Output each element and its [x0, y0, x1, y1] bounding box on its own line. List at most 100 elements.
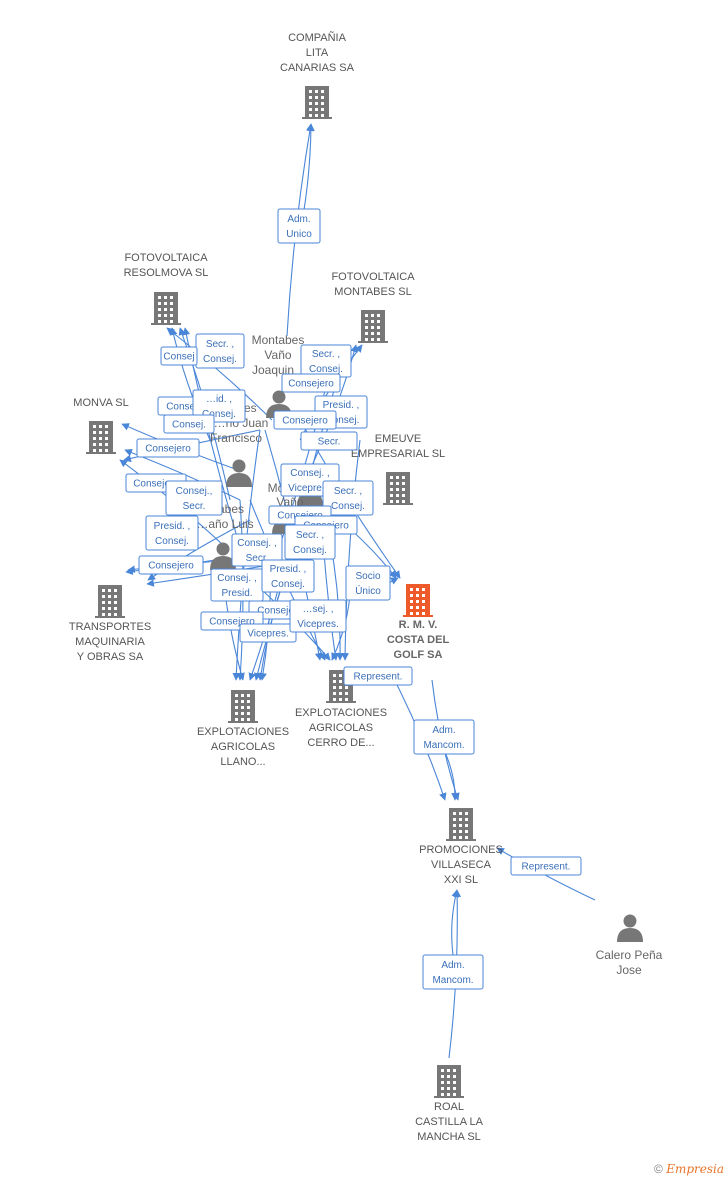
relation-label[interactable]: …sej. ,Vicepres. — [289, 599, 347, 633]
relation-text: Consejero — [148, 561, 194, 572]
relation-text: Secr. — [246, 553, 269, 564]
company-name-line: EMEUVE — [375, 433, 421, 445]
company-name-line: XXI SL — [444, 874, 478, 886]
relation-label[interactable]: Secr. ,Consej. — [195, 333, 245, 369]
relation-label[interactable]: Consejero — [281, 373, 341, 393]
relation-label[interactable]: Consej — [160, 346, 198, 366]
company-name-line: TRANSPORTES — [69, 621, 151, 633]
relation-text: Consejero — [288, 379, 334, 390]
relation-text: Secr. , — [334, 486, 362, 497]
company-name-line: FOTOVOLTAICA — [124, 252, 208, 264]
relation-label[interactable]: Adm.Unico — [277, 208, 321, 244]
relation-text: Consej. , — [217, 573, 256, 584]
relation-edge — [166, 327, 273, 421]
relation-label[interactable]: Presid. , Consej. — [261, 559, 315, 593]
building-icon[interactable] — [151, 292, 181, 325]
company-name-line: Y OBRAS SA — [77, 651, 144, 663]
relation-text: Adm. — [441, 960, 464, 971]
relation-text: Represent. — [354, 672, 403, 683]
relation-label[interactable]: Secr. , Consej. — [284, 524, 336, 560]
relation-text: Consejero — [133, 479, 179, 490]
relation-label[interactable]: Represent. — [510, 856, 582, 876]
company-name-line: MONTABES SL — [334, 286, 411, 298]
building-icon[interactable] — [302, 86, 332, 119]
company-name-line: R. M. V. — [399, 619, 438, 631]
relation-text: Secr. , — [312, 349, 340, 360]
relation-text: Vicepres. — [247, 629, 289, 640]
building-icon[interactable] — [95, 585, 125, 618]
person-name-line: Vaño — [264, 348, 291, 362]
relation-text: Mancom. — [423, 740, 464, 751]
building-icon[interactable] — [228, 690, 258, 723]
relation-label[interactable]: Vicepres. — [239, 623, 297, 643]
company-name-line: RESOLMOVA SL — [124, 267, 209, 279]
relation-label[interactable]: Consej. — [163, 414, 215, 434]
company-name-line: LLANO... — [220, 756, 265, 768]
relation-label[interactable]: Secr. ,Consej. — [322, 480, 374, 516]
building-icon[interactable] — [383, 472, 413, 505]
relation-text: Consejero — [282, 416, 328, 427]
relation-text: Secr. , — [206, 339, 234, 350]
company-name-line: PROMOCIONES — [419, 844, 503, 856]
relation-text: Secr. — [183, 501, 206, 512]
building-icon[interactable] — [326, 670, 356, 703]
relation-label[interactable]: Adm. Mancom. — [413, 719, 475, 755]
person-icon[interactable] — [226, 459, 252, 488]
person-name-line: Calero Peña — [596, 948, 663, 962]
relation-text: Consejero — [209, 617, 255, 628]
relation-label[interactable]: …id. ,Consej. — [192, 389, 246, 423]
relation-text: Consej. — [293, 545, 327, 556]
company-name-line: EXPLOTACIONES — [295, 707, 387, 719]
company-node[interactable]: EXPLOTACIONESAGRICOLASLLANO... — [197, 690, 289, 768]
company-node[interactable]: FOTOVOLTAICA RESOLMOVA SL — [124, 252, 209, 325]
company-name-line: CASTILLA LA — [415, 1116, 484, 1128]
relation-label[interactable]: Consejero — [136, 438, 200, 458]
building-icon[interactable] — [446, 808, 476, 841]
building-icon[interactable] — [403, 584, 433, 617]
person-name-line: Jose — [616, 963, 642, 977]
company-name-line: AGRICOLAS — [211, 741, 275, 753]
relation-text: Consej — [163, 352, 194, 363]
relation-text: Consej. — [309, 364, 343, 375]
relation-label[interactable]: Consej.,Secr. — [165, 480, 223, 516]
relation-text: Vicepre… — [288, 483, 332, 494]
company-node[interactable]: MONVA SL — [73, 397, 129, 454]
building-icon[interactable] — [86, 421, 116, 454]
company-name-line: LITA — [306, 47, 329, 59]
copyright-symbol: © — [654, 1162, 663, 1176]
relation-text: Presid. , — [270, 564, 307, 575]
relation-label[interactable]: Consej. ,Secr. — [231, 533, 283, 567]
relation-label[interactable]: Consej. ,Presid. — [210, 568, 264, 602]
person-icon[interactable] — [617, 914, 643, 943]
relation-text: Secr. , — [296, 530, 324, 541]
building-icon[interactable] — [434, 1065, 464, 1098]
person-node[interactable]: …abes…año Luis — [196, 502, 254, 571]
relation-label[interactable]: Presid. ,Consej. — [145, 515, 199, 551]
empresia-logo[interactable]: Empresia — [666, 1162, 724, 1176]
relation-text: Consej. — [271, 579, 305, 590]
relation-label[interactable]: Secr. — [300, 431, 358, 451]
person-icon[interactable] — [210, 542, 236, 571]
building-icon[interactable] — [358, 310, 388, 343]
relation-label[interactable]: Adm.Mancom. — [422, 954, 484, 990]
company-name-line: AGRICOLAS — [309, 722, 373, 734]
relation-text: Adm. — [432, 725, 455, 736]
person-name-line: Joaquin — [252, 363, 294, 377]
relation-label[interactable]: Consejero — [273, 410, 337, 430]
relation-label[interactable]: Represent. — [343, 666, 413, 686]
relation-label[interactable]: Consejero — [138, 555, 204, 575]
relation-text: Consej. , — [290, 468, 329, 479]
relation-label[interactable]: Secr. , Consej. — [300, 344, 352, 378]
